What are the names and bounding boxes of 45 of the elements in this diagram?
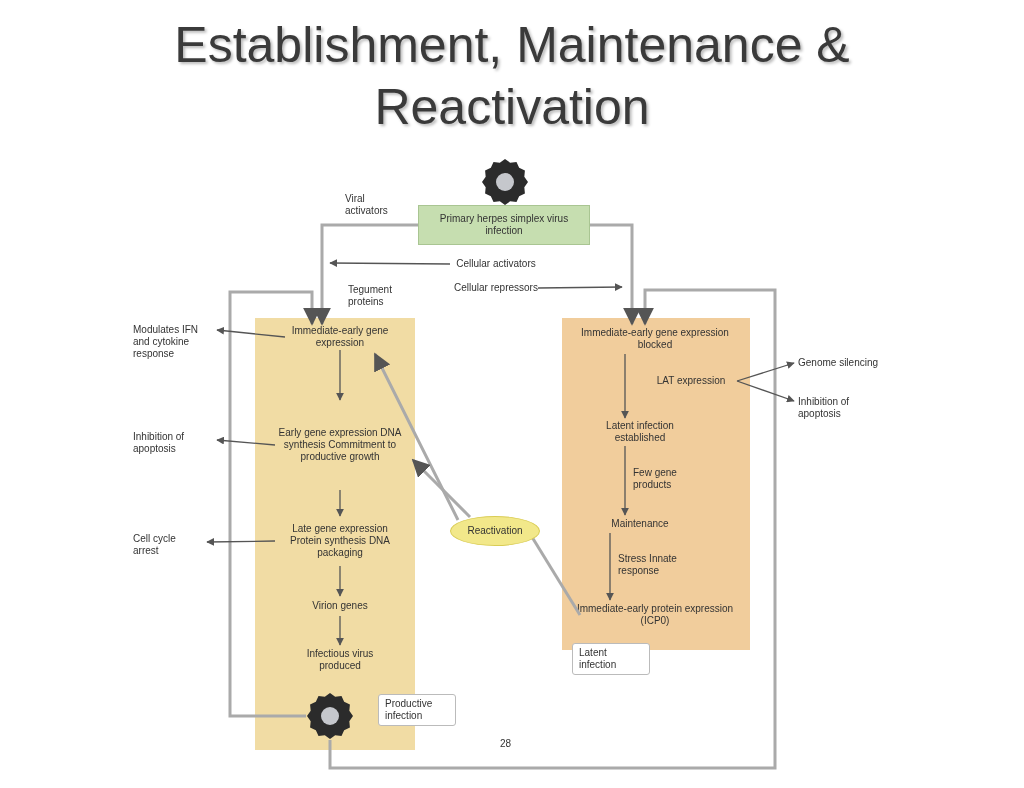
reactivation-ellipse: Reactivation xyxy=(450,516,540,546)
step-text: Inhibition of apoptosis xyxy=(798,396,851,420)
arrow xyxy=(329,259,451,267)
step-text: Cell cycle arrest xyxy=(133,533,177,557)
arrow xyxy=(621,353,629,419)
pathway-arrow xyxy=(373,352,460,521)
step-text: Late gene expression Protein synthesis DNA packaging xyxy=(288,523,391,559)
step-text: Modulates IFN and cytokine response xyxy=(133,324,200,360)
step-text: Early gene expression DNA synthesis Commitment to productive growth xyxy=(277,427,403,463)
step-text: Infectious virus produced xyxy=(305,648,375,672)
stage-label: Productive infection xyxy=(378,694,456,726)
edge-label: Few gene products xyxy=(633,466,678,491)
arrow xyxy=(336,349,344,401)
arrow xyxy=(736,380,795,403)
page-number: 28 xyxy=(500,738,513,750)
pathway-arrow xyxy=(328,288,777,770)
edge-label: Stress Innate response xyxy=(618,552,678,577)
stage-label: Latent infection xyxy=(572,643,650,675)
step-text: Genome silencing xyxy=(798,357,879,369)
arrow xyxy=(216,436,276,446)
infection-box: Primary herpes simplex virus infection xyxy=(418,205,590,245)
arrow xyxy=(621,445,629,516)
step-text: Cellular repressors xyxy=(454,282,538,294)
arrow xyxy=(537,283,623,291)
pathway-arrow xyxy=(411,458,472,519)
step-text: Immediate-early gene expression xyxy=(290,325,390,349)
step-text: Latent infection established xyxy=(605,420,675,444)
arrow xyxy=(216,326,286,338)
step-text: Inhibition of apoptosis xyxy=(133,431,186,455)
arrow xyxy=(206,538,276,546)
arrow xyxy=(336,489,344,517)
step-text: LAT expression xyxy=(656,375,726,387)
arrow xyxy=(336,615,344,646)
arrow xyxy=(336,565,344,597)
arrow xyxy=(606,532,614,601)
pathway-label: Viral activators xyxy=(345,193,389,217)
step-text: Maintenance xyxy=(611,518,669,530)
step-text: Cellular activators xyxy=(456,258,536,270)
pathway-label: Tegument proteins xyxy=(348,284,393,308)
pathway-arrow xyxy=(590,223,641,326)
title: Establishment, Maintenance & Reactivation xyxy=(173,16,851,137)
arrow xyxy=(736,361,795,382)
step-text: Immediate-early gene expression blocked xyxy=(580,327,730,351)
step-text: Virion genes xyxy=(312,600,368,612)
step-text: Immediate-early protein expression (ICP0) xyxy=(575,603,735,627)
